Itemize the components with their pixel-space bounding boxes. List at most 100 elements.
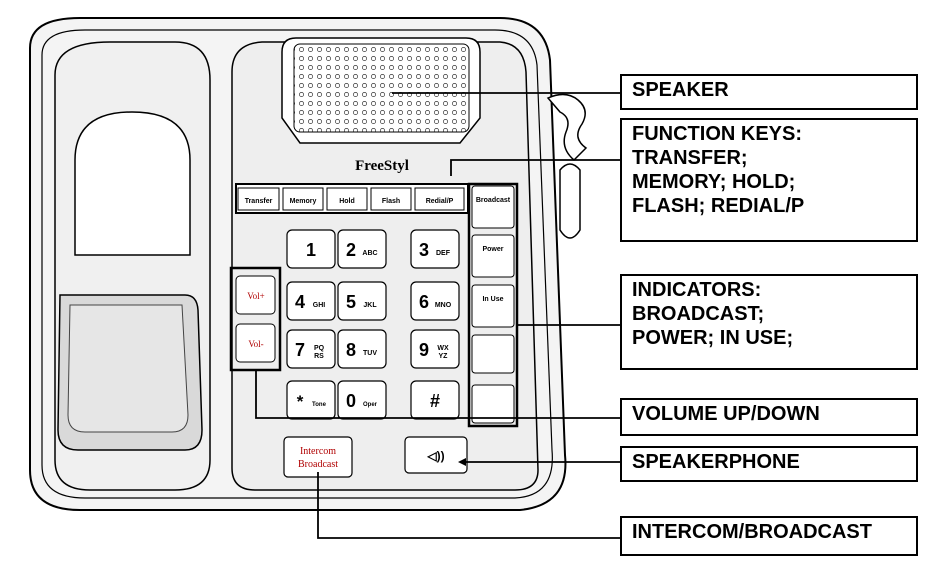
keypad-digit: 6 [419, 292, 429, 312]
keypad-digit: 3 [419, 240, 429, 260]
function-key-label: Transfer [245, 198, 273, 205]
callout-speakerphone-line: SPEAKERPHONE [632, 451, 800, 473]
brand-logo: FreeStyl [355, 158, 409, 174]
leader-lines [255, 92, 620, 539]
keypad-key-face[interactable] [337, 229, 387, 269]
callout-function-keys: FUNCTION KEYS: TRANSFER; MEMORY; HOLD; F… [620, 118, 918, 242]
keypad-letters: Tone [312, 402, 327, 408]
leader-volume [255, 370, 620, 419]
keypad-digit: 1 [306, 240, 316, 260]
keypad-letters: DEF [436, 250, 451, 257]
keypad-digit: 5 [346, 292, 356, 312]
function-key-memory[interactable] [282, 187, 324, 211]
indicator-label: Power [482, 246, 503, 253]
callout-intercom-broadcast: INTERCOM/BROADCAST [620, 516, 918, 556]
speakerphone-key[interactable] [404, 436, 468, 474]
callout-speakerphone: SPEAKERPHONE [620, 446, 918, 482]
keypad-digit: 4 [295, 292, 305, 312]
volume-down-key[interactable] [235, 323, 276, 363]
callout-volume-line: VOLUME UP/DOWN [632, 403, 820, 425]
indicator-label: Broadcast [476, 197, 511, 204]
callout-speaker: SPEAKER [620, 74, 918, 110]
cord-coil [546, 93, 588, 162]
callout-function-keys-line: TRANSFER; [632, 147, 748, 169]
keypad-key-face[interactable] [410, 281, 460, 321]
handset-top-recess [74, 111, 191, 256]
keypad-key[interactable]: * Tone [286, 380, 336, 420]
keypad-letters: YZ [439, 353, 449, 360]
keypad-key[interactable]: # [410, 380, 460, 420]
keypad-key-face[interactable] [286, 229, 336, 269]
indicator-inuse [471, 284, 515, 328]
function-key-label: Hold [339, 198, 355, 205]
callout-indicators-line: BROADCAST; [632, 303, 765, 325]
leader-intercom [317, 472, 620, 539]
callout-speaker-line: SPEAKER [632, 79, 729, 101]
keypad-key-face[interactable] [337, 329, 387, 369]
keypad-key[interactable]: 1 [286, 229, 336, 269]
keypad-key-face[interactable] [286, 380, 336, 420]
keypad-key-face[interactable] [286, 329, 336, 369]
speakerphone-icon: ◁)) [426, 449, 444, 463]
function-key-label: Memory [290, 198, 317, 205]
callout-indicators-line: INDICATORS: [632, 279, 762, 301]
function-key-transfer[interactable] [237, 187, 280, 211]
volume-key-label: Vol- [248, 339, 263, 349]
handset-bottom-inner [67, 304, 189, 433]
leader-function-keys [450, 159, 620, 176]
indicator-label: In Use [482, 296, 503, 303]
volume-up-key[interactable] [235, 275, 276, 315]
keypad-letters: MNO [435, 302, 452, 309]
function-key-redialp[interactable] [414, 187, 465, 211]
indicator-spare [471, 384, 515, 424]
keypad-digit: # [430, 391, 440, 411]
intercom-key-label: Intercom [300, 446, 336, 457]
speaker-grille [293, 43, 470, 133]
broadcast-key-label: Broadcast [298, 459, 338, 470]
keypad-letters: ABC [362, 250, 377, 257]
function-key-hold[interactable] [326, 187, 368, 211]
keypad-digit: 0 [346, 391, 356, 411]
keypad-key-face[interactable] [337, 380, 387, 420]
keypad-digit: 9 [419, 340, 429, 360]
keypad-letters: RS [314, 353, 324, 360]
keypad-letters: TUV [363, 350, 377, 357]
speakerphone-arrow-head [458, 458, 466, 466]
function-key-label: Redial/P [426, 198, 454, 205]
callout-function-keys-line: MEMORY; HOLD; [632, 171, 796, 193]
phone-base-inner [41, 29, 553, 499]
keypad-key-face[interactable] [410, 380, 460, 420]
volume-key-label: Vol+ [247, 291, 264, 301]
keypad-key-face[interactable] [286, 281, 336, 321]
keypad-letters: GHI [313, 302, 326, 309]
function-key-label: Flash [382, 198, 400, 205]
callout-function-keys-line: FUNCTION KEYS: [632, 123, 802, 145]
function-key-flash[interactable] [370, 187, 412, 211]
callout-indicators: INDICATORS: BROADCAST; POWER; IN USE; [620, 274, 918, 370]
keypad-letters: PQ [314, 345, 325, 352]
intercom-broadcast-key[interactable] [283, 436, 353, 478]
keypad-digit: * [297, 392, 304, 411]
indicator-column [467, 182, 519, 428]
keypad-key-face[interactable] [410, 329, 460, 369]
keypad-digit: 8 [346, 340, 356, 360]
callout-volume: VOLUME UP/DOWN [620, 398, 918, 436]
keypad-letters: JKL [363, 302, 377, 309]
keypad-letters: Oper [363, 402, 378, 408]
keypad-key-face[interactable] [337, 281, 387, 321]
keypad-key-face[interactable] [410, 229, 460, 269]
keypad-digit: 7 [295, 340, 305, 360]
cord-post [559, 163, 581, 239]
keypad-letters: WX [437, 345, 449, 352]
